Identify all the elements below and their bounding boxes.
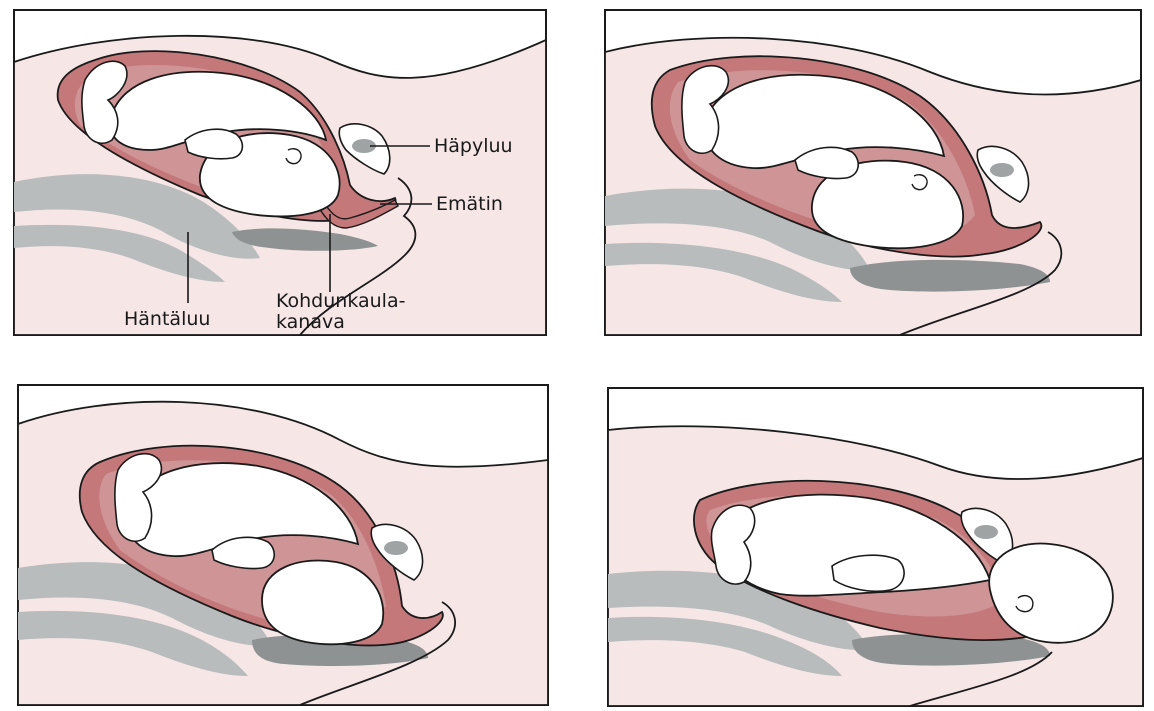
- panel-stage-2: [605, 10, 1141, 335]
- pubic-bone-core: [384, 541, 408, 555]
- pubic-bone-core: [974, 525, 998, 539]
- label-tailbone: Häntäluu: [124, 308, 210, 330]
- panel-stage-1: Häpyluu Emätin Häntäluu Kohdunkaula- kan…: [14, 10, 546, 335]
- baby-arm: [185, 129, 242, 159]
- panel-stage-3: [18, 385, 548, 705]
- panel-stage-4: [608, 388, 1143, 706]
- label-pubic-bone: Häpyluu: [434, 135, 513, 157]
- label-vagina: Emätin: [436, 193, 503, 215]
- pubic-bone-core: [990, 163, 1014, 177]
- label-cervical-canal-line1: Kohdunkaula-: [276, 290, 405, 312]
- label-cervical-canal-line2: kanava: [276, 311, 345, 333]
